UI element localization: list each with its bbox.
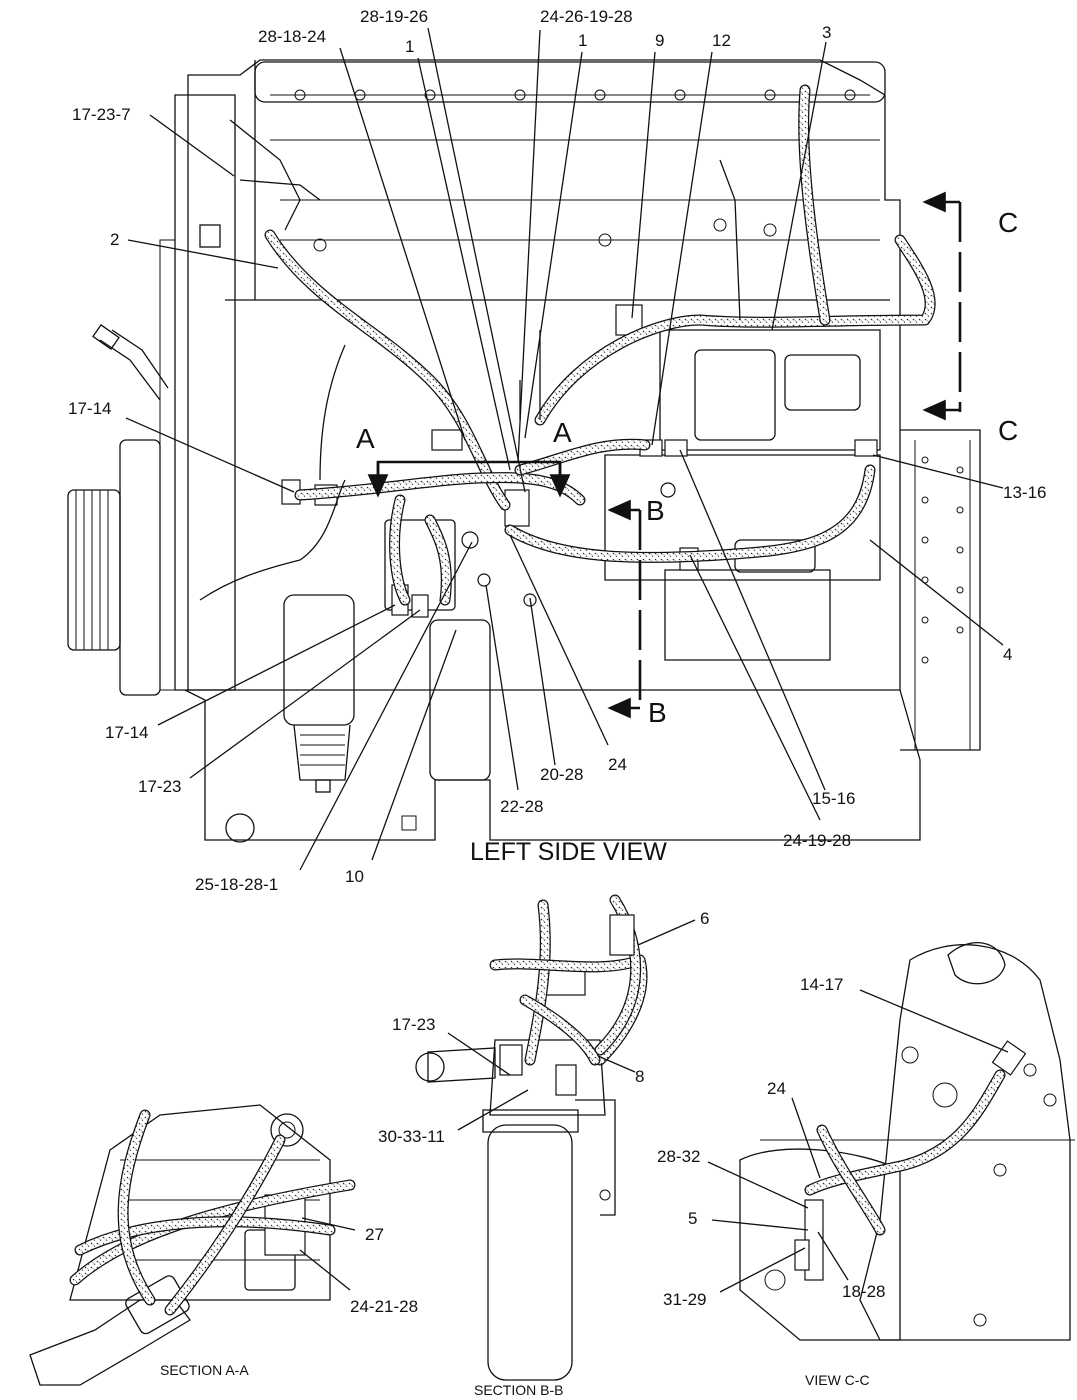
section-aa-title: SECTION A-A <box>160 1362 249 1378</box>
callout-27: 27 <box>365 1225 384 1244</box>
callout-17-23: 17-23 <box>138 777 181 796</box>
callouts-view-cc: 14-17 24 28-32 5 18-28 31-29 <box>657 975 885 1309</box>
callout-20-28: 20-28 <box>540 765 583 784</box>
section-cut-lines <box>367 191 962 719</box>
section-bb-drawing <box>415 894 696 1381</box>
callout-28-19-26: 28-19-26 <box>360 7 428 26</box>
callout-10: 10 <box>345 867 364 886</box>
fuel-filter <box>283 594 355 793</box>
callout-17-23-7: 17-23-7 <box>72 105 131 124</box>
callout-5: 5 <box>688 1209 697 1228</box>
left-side-view-title: LEFT SIDE VIEW <box>470 838 667 866</box>
callout-24-19-28: 24-19-28 <box>783 831 851 850</box>
callout-24: 24 <box>767 1079 786 1098</box>
marker-b-top: B <box>646 495 665 526</box>
callout-17-14b: 17-14 <box>105 723 148 742</box>
callout-22-28: 22-28 <box>500 797 543 816</box>
callout-3: 3 <box>822 23 831 42</box>
callouts-section-bb: 6 17-23 8 30-33-11 <box>378 909 709 1146</box>
leader-lines-left <box>125 27 1004 871</box>
head-bolts <box>294 89 856 252</box>
crank-pulley <box>67 439 161 696</box>
callouts-left: 28-18-24 28-19-26 24-26-19-28 1 1 9 12 3… <box>68 7 1046 894</box>
section-bb-title: SECTION B-B <box>474 1382 563 1398</box>
view-cc-drawing <box>707 942 1075 1341</box>
marker-c-bottom: C <box>998 415 1018 446</box>
callout-14-17: 14-17 <box>800 975 843 994</box>
callout-24-26-19-28: 24-26-19-28 <box>540 7 633 26</box>
callout-1a: 1 <box>405 37 414 56</box>
marker-c-top: C <box>998 207 1018 238</box>
callout-24: 24 <box>608 755 627 774</box>
ecm-connector-1 <box>694 349 776 441</box>
callout-25-18-28-1: 25-18-28-1 <box>195 875 278 894</box>
callout-12: 12 <box>712 31 731 50</box>
left-side-view <box>67 59 981 843</box>
marker-a-left: A <box>356 423 375 454</box>
callout-30-33-11: 30-33-11 <box>378 1127 445 1146</box>
callout-13-16: 13-16 <box>1003 483 1046 502</box>
callout-1b: 1 <box>578 31 587 50</box>
callout-9: 9 <box>655 31 664 50</box>
callout-28-18-24: 28-18-24 <box>258 27 326 46</box>
callout-24-21-28: 24-21-28 <box>350 1297 418 1316</box>
callout-15-16: 15-16 <box>812 789 855 808</box>
marker-b-bottom: B <box>648 697 667 728</box>
callout-31-29: 31-29 <box>663 1290 706 1309</box>
callout-28-32: 28-32 <box>657 1147 700 1166</box>
callout-17-14a: 17-14 <box>68 399 111 418</box>
section-markers: A A B B C C <box>356 207 1018 728</box>
callout-18-28: 18-28 <box>842 1282 885 1301</box>
section-aa-drawing <box>29 1104 356 1386</box>
view-cc-title: VIEW C-C <box>805 1372 870 1388</box>
callout-2: 2 <box>110 230 119 249</box>
callout-8: 8 <box>635 1067 644 1086</box>
callout-4: 4 <box>1003 645 1012 664</box>
callout-17-23: 17-23 <box>392 1015 435 1034</box>
callouts-section-aa: 27 24-21-28 <box>350 1225 418 1316</box>
hoses <box>264 84 936 606</box>
callout-6: 6 <box>700 909 709 928</box>
marker-a-right: A <box>553 417 572 448</box>
ecm-connector-2 <box>784 354 861 411</box>
